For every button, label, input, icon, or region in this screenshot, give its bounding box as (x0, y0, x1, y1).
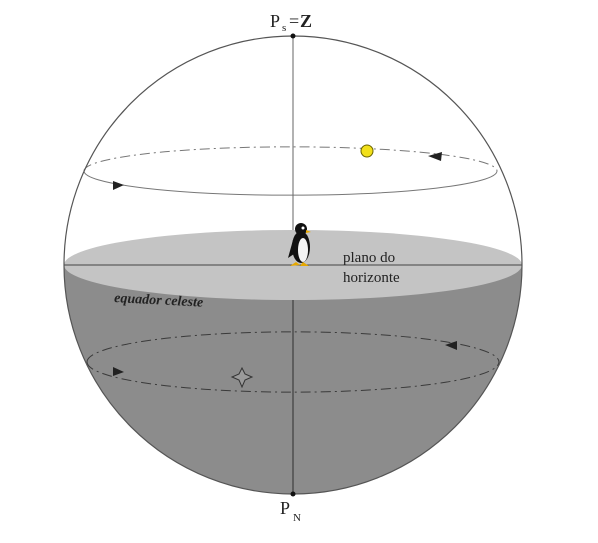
nadir-label-sub: N (293, 512, 301, 524)
arrow-icon (428, 152, 442, 161)
svg-text:Z: Z (300, 11, 312, 31)
zenith-pole-marker (290, 33, 296, 39)
penguin-icon (288, 223, 311, 266)
nadir-label-p: P (280, 498, 290, 518)
svg-text:P: P (270, 11, 280, 31)
horizon-label-line2: horizonte (343, 270, 400, 286)
nadir-pole-marker (290, 491, 296, 497)
zenith-label-z: Z (300, 11, 312, 31)
zenith-label-p: P (270, 11, 280, 31)
svg-text:plano do: plano do (343, 250, 395, 266)
arrow-icon (113, 181, 124, 190)
upper-parallel-front (83, 170, 498, 196)
svg-text:=: = (289, 11, 299, 31)
svg-text:horizonte: horizonte (343, 270, 400, 286)
zenith-label-sub: s (282, 22, 286, 34)
four-point-star-icon (230, 366, 254, 389)
arrow-icon (113, 367, 124, 376)
upper-parallel-back (83, 146, 498, 172)
svg-text:N: N (293, 512, 301, 524)
arrow-icon (445, 341, 457, 350)
equator-label: equador celeste (114, 291, 204, 311)
lower-parallel-back (86, 331, 500, 363)
svg-text:equador celeste: equador celeste (114, 291, 204, 311)
sun-icon (360, 144, 374, 158)
svg-text:s: s (282, 22, 286, 34)
horizon-label-line1: plano do (343, 250, 395, 266)
lower-parallel-front (86, 361, 500, 393)
zenith-label-eq: = (289, 11, 299, 31)
svg-text:P: P (280, 498, 290, 518)
